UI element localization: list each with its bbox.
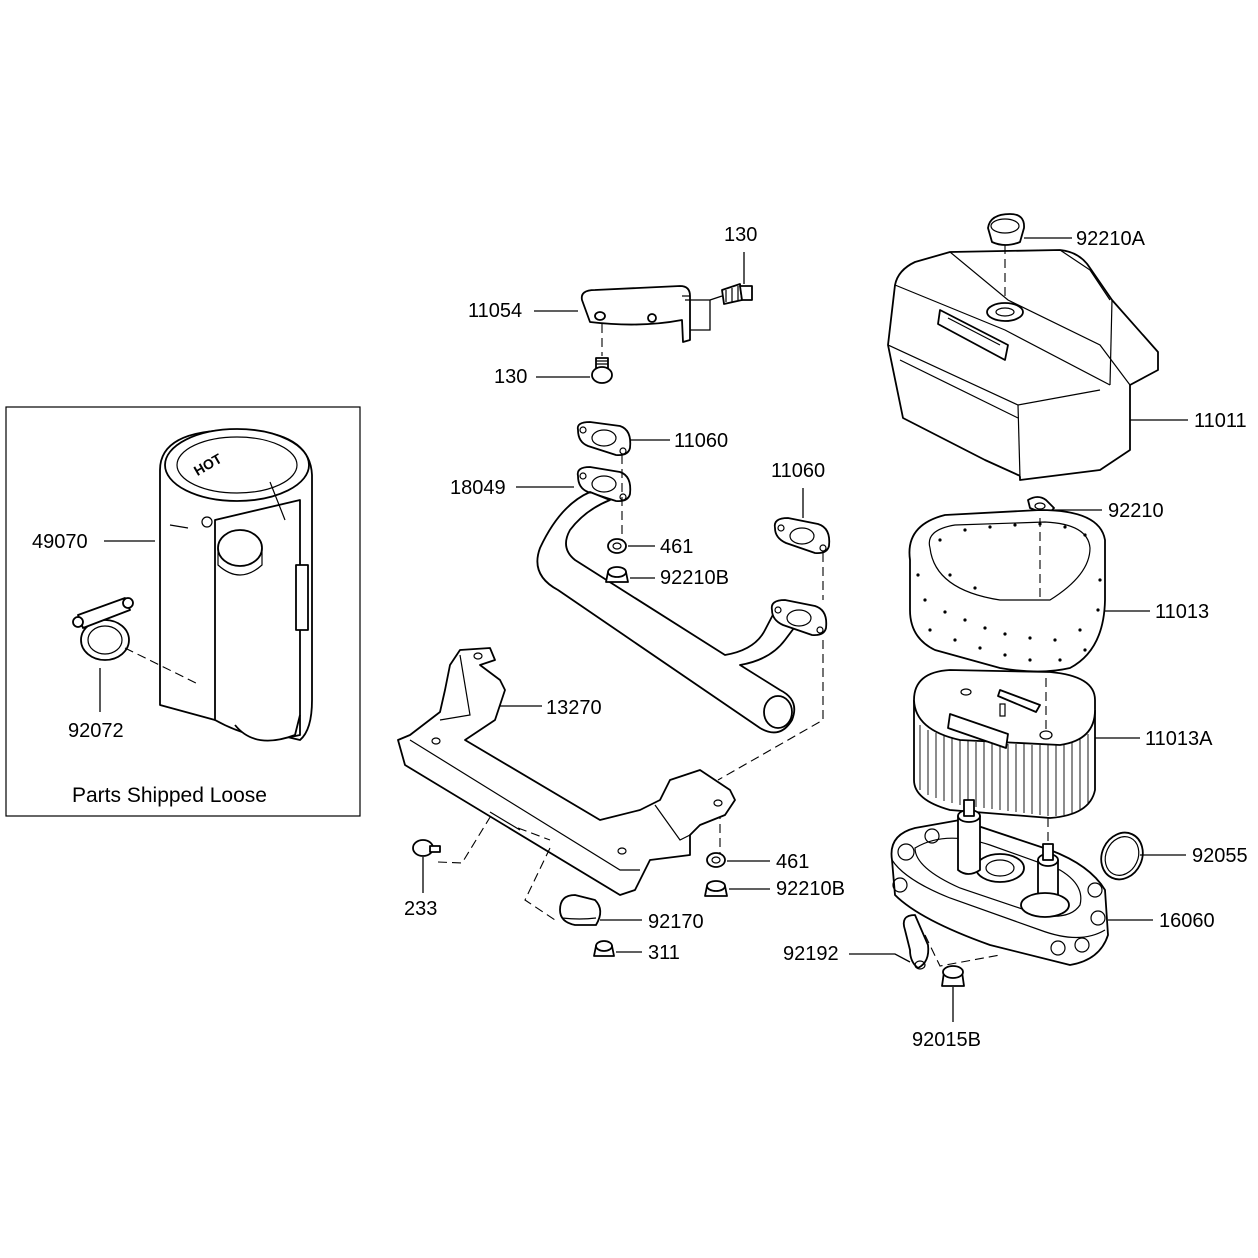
callout-92210B-top: 92210B (660, 567, 729, 589)
callout-233: 233 (404, 898, 437, 920)
callout-11054: 11054 (468, 300, 522, 322)
callout-11013: 11013 (1155, 601, 1209, 623)
leader-92192 (849, 953, 911, 963)
callout-130-top: 130 (724, 224, 757, 246)
callout-92192: 92192 (783, 943, 839, 965)
callout-11013A: 11013A (1145, 728, 1213, 750)
callout-130-bottom: 130 (494, 366, 527, 388)
callout-92015B: 92015B (912, 1029, 981, 1051)
callout-92210: 92210 (1108, 500, 1164, 522)
element-pleats (919, 725, 1089, 816)
callout-16060: 16060 (1159, 910, 1215, 932)
callout-92210A: 92210A (1076, 228, 1146, 250)
callout-461-top: 461 (660, 536, 693, 558)
air-cleaner-group (887, 213, 1159, 987)
heat-shield-group (397, 647, 736, 957)
callout-11060-left: 11060 (674, 430, 728, 452)
callout-13270: 13270 (546, 697, 602, 719)
callout-18049: 18049 (450, 477, 506, 499)
bracket-11054-group (580, 283, 753, 384)
callout-11060-right: 11060 (771, 460, 825, 482)
parts-shipped-loose-frame (5, 406, 361, 817)
parts-shipped-loose-group: HOT 49070 92072 Parts Shipped Loose (5, 406, 361, 817)
callout-311: 311 (648, 942, 680, 964)
exhaust-pipe-group (536, 421, 831, 855)
callout-461-bottom: 461 (776, 851, 809, 873)
callout-92170: 92170 (648, 911, 704, 933)
muffler-drawing: HOT (159, 428, 313, 742)
callout-92210B-bottom: 92210B (776, 878, 845, 900)
callout-49070: 49070 (32, 531, 88, 553)
parts-shipped-loose-caption: Parts Shipped Loose (72, 784, 267, 807)
callout-11011: 11011 (1194, 410, 1247, 432)
callout-92055: 92055 (1192, 845, 1248, 867)
precleaner-perforations (916, 522, 1102, 662)
callout-92072: 92072 (68, 720, 124, 742)
clamp-drawing (72, 597, 201, 686)
